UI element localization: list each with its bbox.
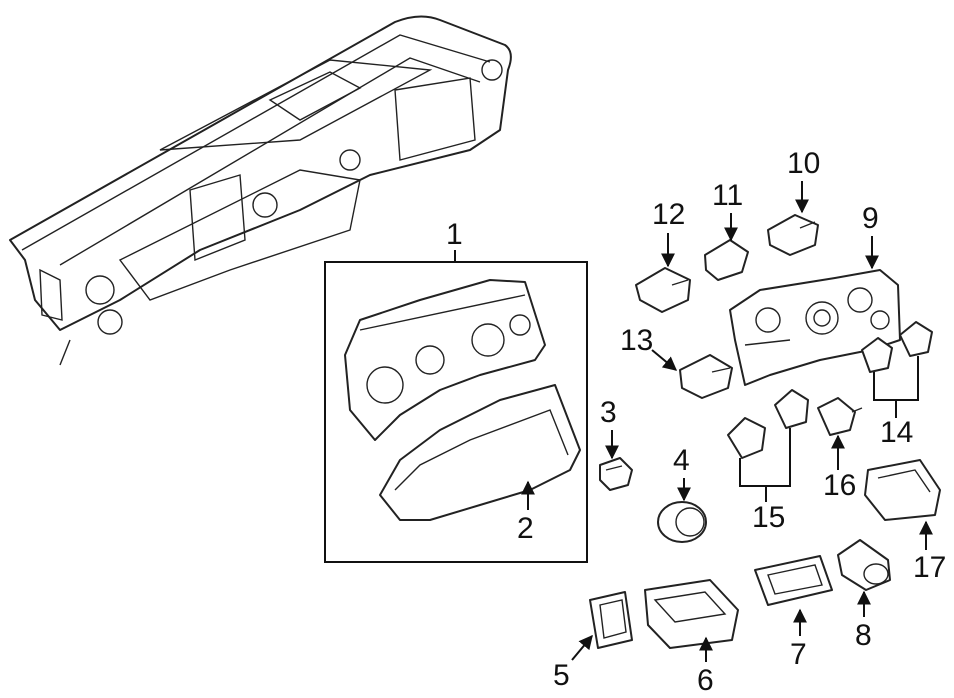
callout-15: 15 — [739, 428, 791, 534]
part-17-module — [864, 459, 941, 521]
callout-label-1: 1 — [446, 218, 463, 251]
callout-label-16: 16 — [823, 469, 856, 502]
part-4-knob — [657, 501, 707, 543]
callout-17: 17 — [913, 520, 946, 584]
callout-label-7: 7 — [790, 638, 807, 671]
part-8-knob — [837, 539, 891, 591]
callout-label-12: 12 — [652, 198, 685, 231]
part-11-switch — [704, 239, 749, 281]
callout-10: 10 — [787, 147, 820, 214]
part-7-switch-panel — [754, 555, 833, 606]
callout-2: 2 — [517, 480, 535, 545]
callout-label-14: 14 — [880, 416, 913, 449]
callout-13: 13 — [620, 324, 678, 371]
callout-14: 14 — [873, 356, 919, 449]
callout-8: 8 — [855, 590, 872, 652]
callout-label-15: 15 — [752, 501, 785, 534]
callout-label-17: 17 — [913, 551, 946, 584]
callout-label-13: 13 — [620, 324, 653, 357]
cluster-frame — [324, 261, 588, 563]
callout-9: 9 — [862, 202, 879, 270]
callout-3: 3 — [600, 396, 619, 460]
dashboard-assembly — [9, 15, 512, 366]
callout-label-6: 6 — [697, 664, 714, 697]
callout-5: 5 — [553, 634, 593, 692]
callout-12: 12 — [652, 198, 685, 268]
callout-label-3: 3 — [600, 396, 617, 429]
callout-label-8: 8 — [855, 619, 872, 652]
cluster-face-plate — [344, 279, 546, 441]
callout-6: 6 — [697, 636, 714, 697]
callout-label-9: 9 — [862, 202, 879, 235]
part-15-knobs — [727, 389, 809, 459]
callout-7: 7 — [790, 608, 807, 671]
callout-4: 4 — [673, 444, 691, 502]
callout-label-2: 2 — [517, 512, 534, 545]
part-10-switch — [767, 214, 819, 256]
callout-16: 16 — [823, 434, 856, 502]
part-5-switch — [589, 591, 633, 649]
part-13-switch — [679, 354, 733, 399]
callout-1: 1 — [446, 218, 463, 262]
part-9-circuit-board — [729, 269, 901, 386]
part-14-knobs — [861, 321, 933, 373]
part-12-switch — [635, 267, 691, 313]
part-3-bulb — [599, 457, 633, 491]
callout-label-4: 4 — [673, 444, 690, 477]
callout-label-11: 11 — [712, 179, 743, 212]
callout-11: 11 — [712, 179, 743, 242]
callout-label-10: 10 — [787, 147, 820, 180]
part-16-bulb — [817, 397, 863, 436]
part-6-switch-block — [644, 579, 739, 649]
callout-label-5: 5 — [553, 659, 570, 692]
